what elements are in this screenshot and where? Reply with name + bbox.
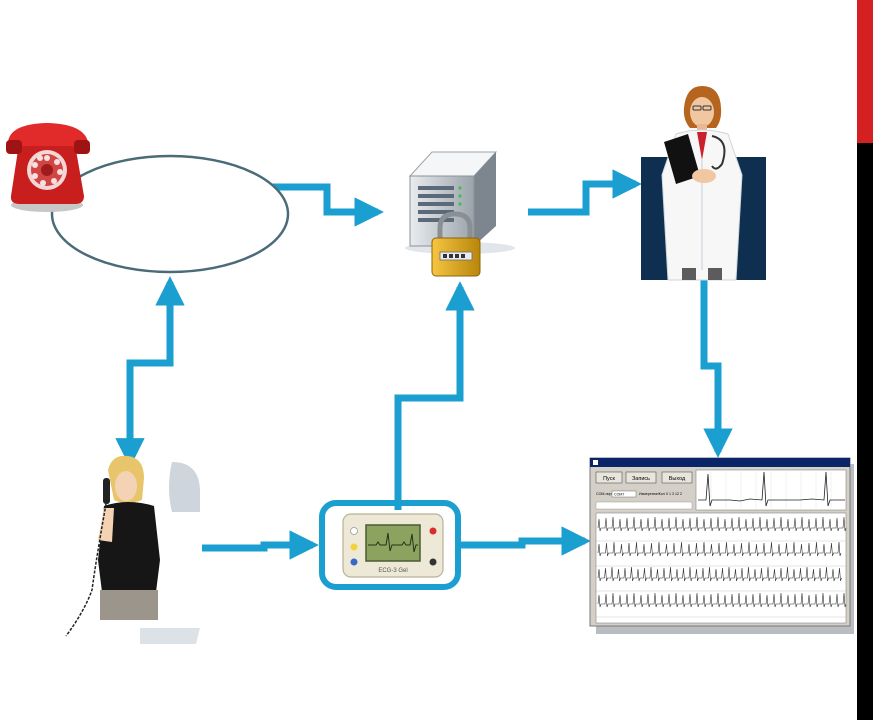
measurement-label: Измерение/Кол — [639, 492, 665, 496]
arrow-network-to-server — [272, 183, 384, 227]
record-button-label: Запись — [632, 476, 650, 482]
server-with-padlock-icon — [405, 151, 515, 277]
record-button[interactable] — [625, 471, 657, 484]
ecg-traces-panel — [595, 512, 847, 624]
com-port-value: COM7 — [614, 493, 624, 497]
ecg-trace-row — [597, 516, 847, 532]
info-field[interactable] — [595, 501, 693, 510]
exit-button[interactable] — [661, 471, 693, 484]
com-port-select[interactable] — [611, 490, 637, 498]
woman-on-phone-icon — [65, 455, 200, 644]
ecg-recorder-device: ECG-3 Gel — [319, 500, 461, 590]
edge-accent-red — [857, 0, 873, 143]
exit-button-label: Выход — [669, 476, 686, 482]
arrow-device-to-ecg-window — [458, 526, 591, 556]
doctor-with-stethoscope-icon — [641, 86, 766, 281]
start-button[interactable] — [595, 471, 623, 484]
red-rotary-telephone-icon — [6, 123, 90, 212]
arrow-device-to-server — [394, 281, 475, 510]
window-title-bar — [590, 458, 850, 467]
arrow-patient-to-device — [202, 530, 319, 560]
arrow-server-to-doctor — [528, 169, 642, 216]
arrow-patient-network-bidirectional — [115, 276, 185, 468]
toolbar: Пуск Запись Выход COM-порт COM7 Измерени… — [595, 471, 693, 510]
ecg-trace-row — [597, 592, 847, 608]
ecg-preview-trace — [698, 471, 845, 507]
com-port-label: COM-порт — [596, 492, 613, 496]
device-label: ECG-3 Gel — [378, 568, 407, 574]
ecg-trace-rows — [596, 516, 847, 618]
measurement-value: 0 1 3 12 2 — [666, 492, 682, 496]
start-button-label: Пуск — [603, 476, 615, 482]
ecg-software-window: Пуск Запись Выход COM-порт COM7 Измерени… — [589, 457, 854, 634]
ecg-trace-row — [597, 541, 842, 557]
network-ellipse — [50, 154, 290, 274]
edge-accent-black — [857, 143, 873, 720]
ecg-trace-row — [597, 566, 842, 582]
arrow-doctor-to-ecg-window — [700, 280, 733, 458]
